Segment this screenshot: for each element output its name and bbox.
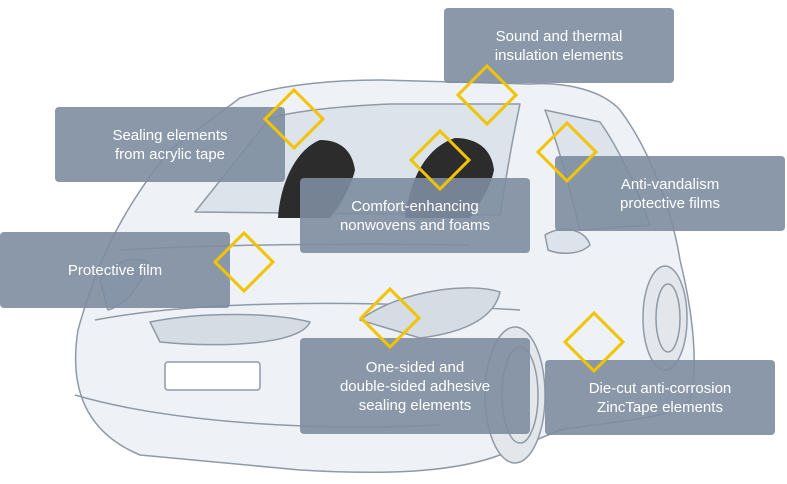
label-sound-thermal: Sound and thermal insulation elements — [444, 8, 674, 83]
headlight-right — [359, 287, 501, 339]
label-zinctape: Die-cut anti-corrosion ZincTape elements — [545, 360, 775, 435]
label-protective-film: Protective film — [0, 232, 230, 308]
label-anti-vandalism-text: Anti-vandalism protective films — [619, 175, 721, 212]
label-anti-vandalism: Anti-vandalism protective films — [555, 156, 785, 231]
label-sound-thermal-text: Sound and thermal insulation elements — [494, 27, 624, 64]
label-comfort-text: Comfort-enhancing nonwovens and foams — [339, 197, 491, 234]
label-comfort: Comfort-enhancing nonwovens and foams — [300, 178, 530, 253]
license-plate — [164, 361, 261, 391]
label-adhesive-sealing: One-sided and double-sided adhesive seal… — [300, 338, 530, 434]
label-sealing-acrylic: Sealing elements from acrylic tape — [55, 107, 285, 182]
label-protective-film-text: Protective film — [67, 261, 163, 279]
grille — [149, 313, 311, 346]
label-zinctape-text: Die-cut anti-corrosion ZincTape elements — [588, 379, 732, 416]
label-sealing-acrylic-text: Sealing elements from acrylic tape — [112, 126, 228, 163]
label-adhesive-sealing-text: One-sided and double-sided adhesive seal… — [339, 358, 491, 414]
